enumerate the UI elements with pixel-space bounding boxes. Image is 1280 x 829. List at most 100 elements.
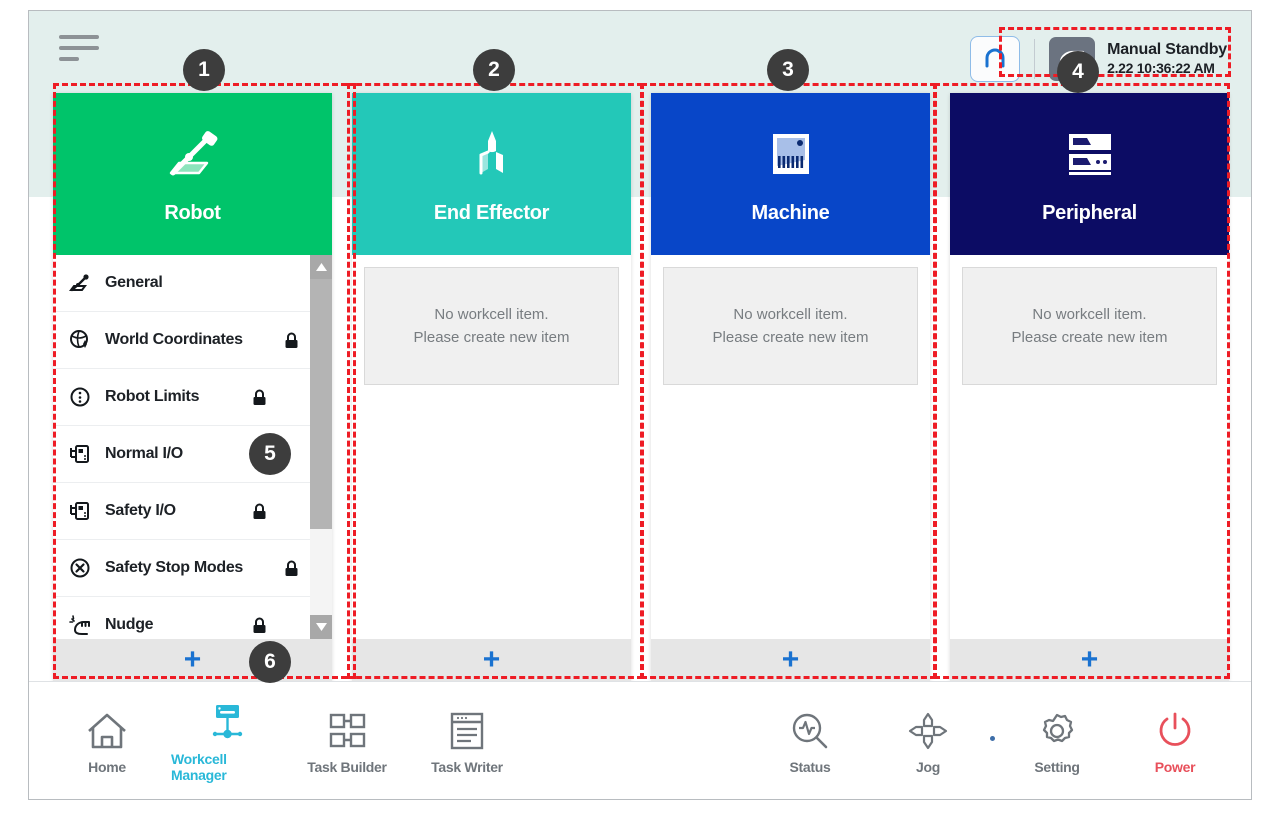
lock-icon <box>250 389 268 406</box>
column-body-end-effector: No workcell item. Please create new item <box>352 255 631 639</box>
annotation-badge-4: 4 <box>1057 51 1099 93</box>
nav-label: Setting <box>1034 758 1080 775</box>
divider <box>1034 39 1036 79</box>
nav-label: Home <box>88 758 126 775</box>
nav-item-home[interactable]: Home <box>51 695 163 787</box>
column-end-effector: End Effector No workcell item. Please cr… <box>352 93 631 681</box>
robot-arm-icon <box>65 273 95 293</box>
column-peripheral: Peripheral No workcell item. Please crea… <box>950 93 1229 681</box>
scrollbar-thumb[interactable] <box>310 279 332 529</box>
robot-limits-icon <box>65 386 95 408</box>
nav-item-task-writer[interactable]: Task Writer <box>411 695 523 787</box>
status-timestamp: 2.22 10:36:22 AM <box>1107 60 1215 77</box>
nav-item-jog[interactable]: Jog <box>872 695 984 787</box>
annotation-badge-5: 5 <box>249 433 291 475</box>
lock-icon <box>250 617 268 634</box>
list-item-robot-limits[interactable]: Robot Limits <box>53 369 310 426</box>
column-title-robot: Robot <box>164 201 221 224</box>
nav-label: Status <box>789 758 831 775</box>
list-item-general[interactable]: General <box>53 255 310 312</box>
lock-icon <box>282 560 300 577</box>
empty-line-2: Please create new item <box>413 329 570 346</box>
list-item-safety-io[interactable]: Safety I/O <box>53 483 310 540</box>
plus-icon: + <box>1080 643 1099 676</box>
io-icon <box>65 500 95 522</box>
nav-item-status[interactable]: Status <box>754 695 866 787</box>
nav-item-setting[interactable]: Setting <box>1001 695 1113 787</box>
annotation-badge-2: 2 <box>473 49 515 91</box>
nav-item-power[interactable]: Power <box>1119 695 1231 787</box>
sidebar-scrollbar[interactable] <box>310 255 332 639</box>
nav-item-task-builder[interactable]: Task Builder <box>291 695 403 787</box>
list-item-label: Safety I/O <box>105 502 176 519</box>
add-machine-item-button[interactable]: + <box>651 639 930 681</box>
column-title-machine: Machine <box>751 201 830 224</box>
list-item-world-coordinates[interactable]: World Coordinates <box>53 312 310 369</box>
empty-line-1: No workcell item. <box>733 306 848 323</box>
list-item-normal-io[interactable]: Normal I/O <box>53 426 310 483</box>
plus-icon: + <box>482 643 501 676</box>
column-body-peripheral: No workcell item. Please create new item <box>950 255 1229 639</box>
workcell-columns: Robot General <box>53 93 1229 681</box>
status-cluster: Manual Standby 2.22 10:36:22 AM <box>970 33 1227 85</box>
application-frame: Manual Standby 2.22 10:36:22 AM Robot <box>28 10 1252 800</box>
column-machine: Machine No workcell item. Please create … <box>651 93 930 681</box>
add-end-effector-item-button[interactable]: + <box>352 639 631 681</box>
column-body-robot: General World Coordinates <box>53 255 332 639</box>
reset-robot-icon <box>985 48 1005 68</box>
plus-icon: + <box>183 643 202 676</box>
list-item-nudge[interactable]: Nudge <box>53 597 310 639</box>
empty-state-machine: No workcell item. Please create new item <box>663 267 918 385</box>
add-peripheral-item-button[interactable]: + <box>950 639 1229 681</box>
column-title-end-effector: End Effector <box>433 201 550 224</box>
list-item-label: General <box>105 274 163 291</box>
list-item-label: Nudge <box>105 616 154 633</box>
bottom-navigation: Home Workcell Manager <box>29 681 1251 799</box>
column-header-end-effector[interactable]: End Effector <box>352 93 631 255</box>
lock-icon <box>282 332 300 349</box>
safety-stop-icon <box>65 557 95 579</box>
robot-item-list: General World Coordinates <box>53 255 332 639</box>
reset-robot-button[interactable] <box>970 36 1021 82</box>
hamburger-icon[interactable] <box>59 35 101 69</box>
annotation-badge-1: 1 <box>183 49 225 91</box>
empty-state-peripheral: No workcell item. Please create new item <box>962 267 1217 385</box>
empty-line-2: Please create new item <box>712 329 869 346</box>
jog-icon <box>907 707 949 751</box>
empty-line-1: No workcell item. <box>1032 306 1147 323</box>
status-text-block: Manual Standby 2.22 10:36:22 AM <box>1107 40 1227 78</box>
nav-item-workcell-manager[interactable]: Workcell Manager <box>171 695 283 787</box>
plus-icon: + <box>781 643 800 676</box>
nav-label: Task Builder <box>307 758 387 775</box>
separator-dot <box>990 736 995 741</box>
power-icon <box>1155 707 1195 751</box>
task-builder-icon <box>325 707 369 751</box>
machine-icon <box>767 124 815 184</box>
nav-label: Jog <box>916 758 940 775</box>
workcell-manager-icon <box>205 699 249 743</box>
home-icon <box>86 707 128 751</box>
scroll-up-arrow[interactable] <box>310 255 332 279</box>
list-item-label: World Coordinates <box>105 331 243 348</box>
peripheral-icon <box>1065 124 1115 184</box>
empty-line-2: Please create new item <box>1011 329 1168 346</box>
empty-line-1: No workcell item. <box>434 306 549 323</box>
column-body-machine: No workcell item. Please create new item <box>651 255 930 639</box>
list-item-safety-stop-modes[interactable]: Safety Stop Modes <box>53 540 310 597</box>
column-title-peripheral: Peripheral <box>1042 201 1137 224</box>
nav-label: Workcell Manager <box>171 750 227 783</box>
column-header-machine[interactable]: Machine <box>651 93 930 255</box>
list-item-label: Safety Stop Modes <box>105 559 244 576</box>
scroll-down-arrow[interactable] <box>310 615 332 639</box>
task-writer-icon <box>447 707 487 751</box>
nav-label: Power <box>1154 758 1196 775</box>
empty-state-end-effector: No workcell item. Please create new item <box>364 267 619 385</box>
annotation-badge-6: 6 <box>249 641 291 683</box>
status-title: Manual Standby <box>1107 41 1227 59</box>
column-header-peripheral[interactable]: Peripheral <box>950 93 1229 255</box>
robot-arm-icon <box>165 124 221 184</box>
hamburger-line <box>59 57 79 61</box>
nudge-hand-icon <box>65 614 95 636</box>
world-coordinates-icon <box>65 329 95 351</box>
column-header-robot[interactable]: Robot <box>53 93 332 255</box>
